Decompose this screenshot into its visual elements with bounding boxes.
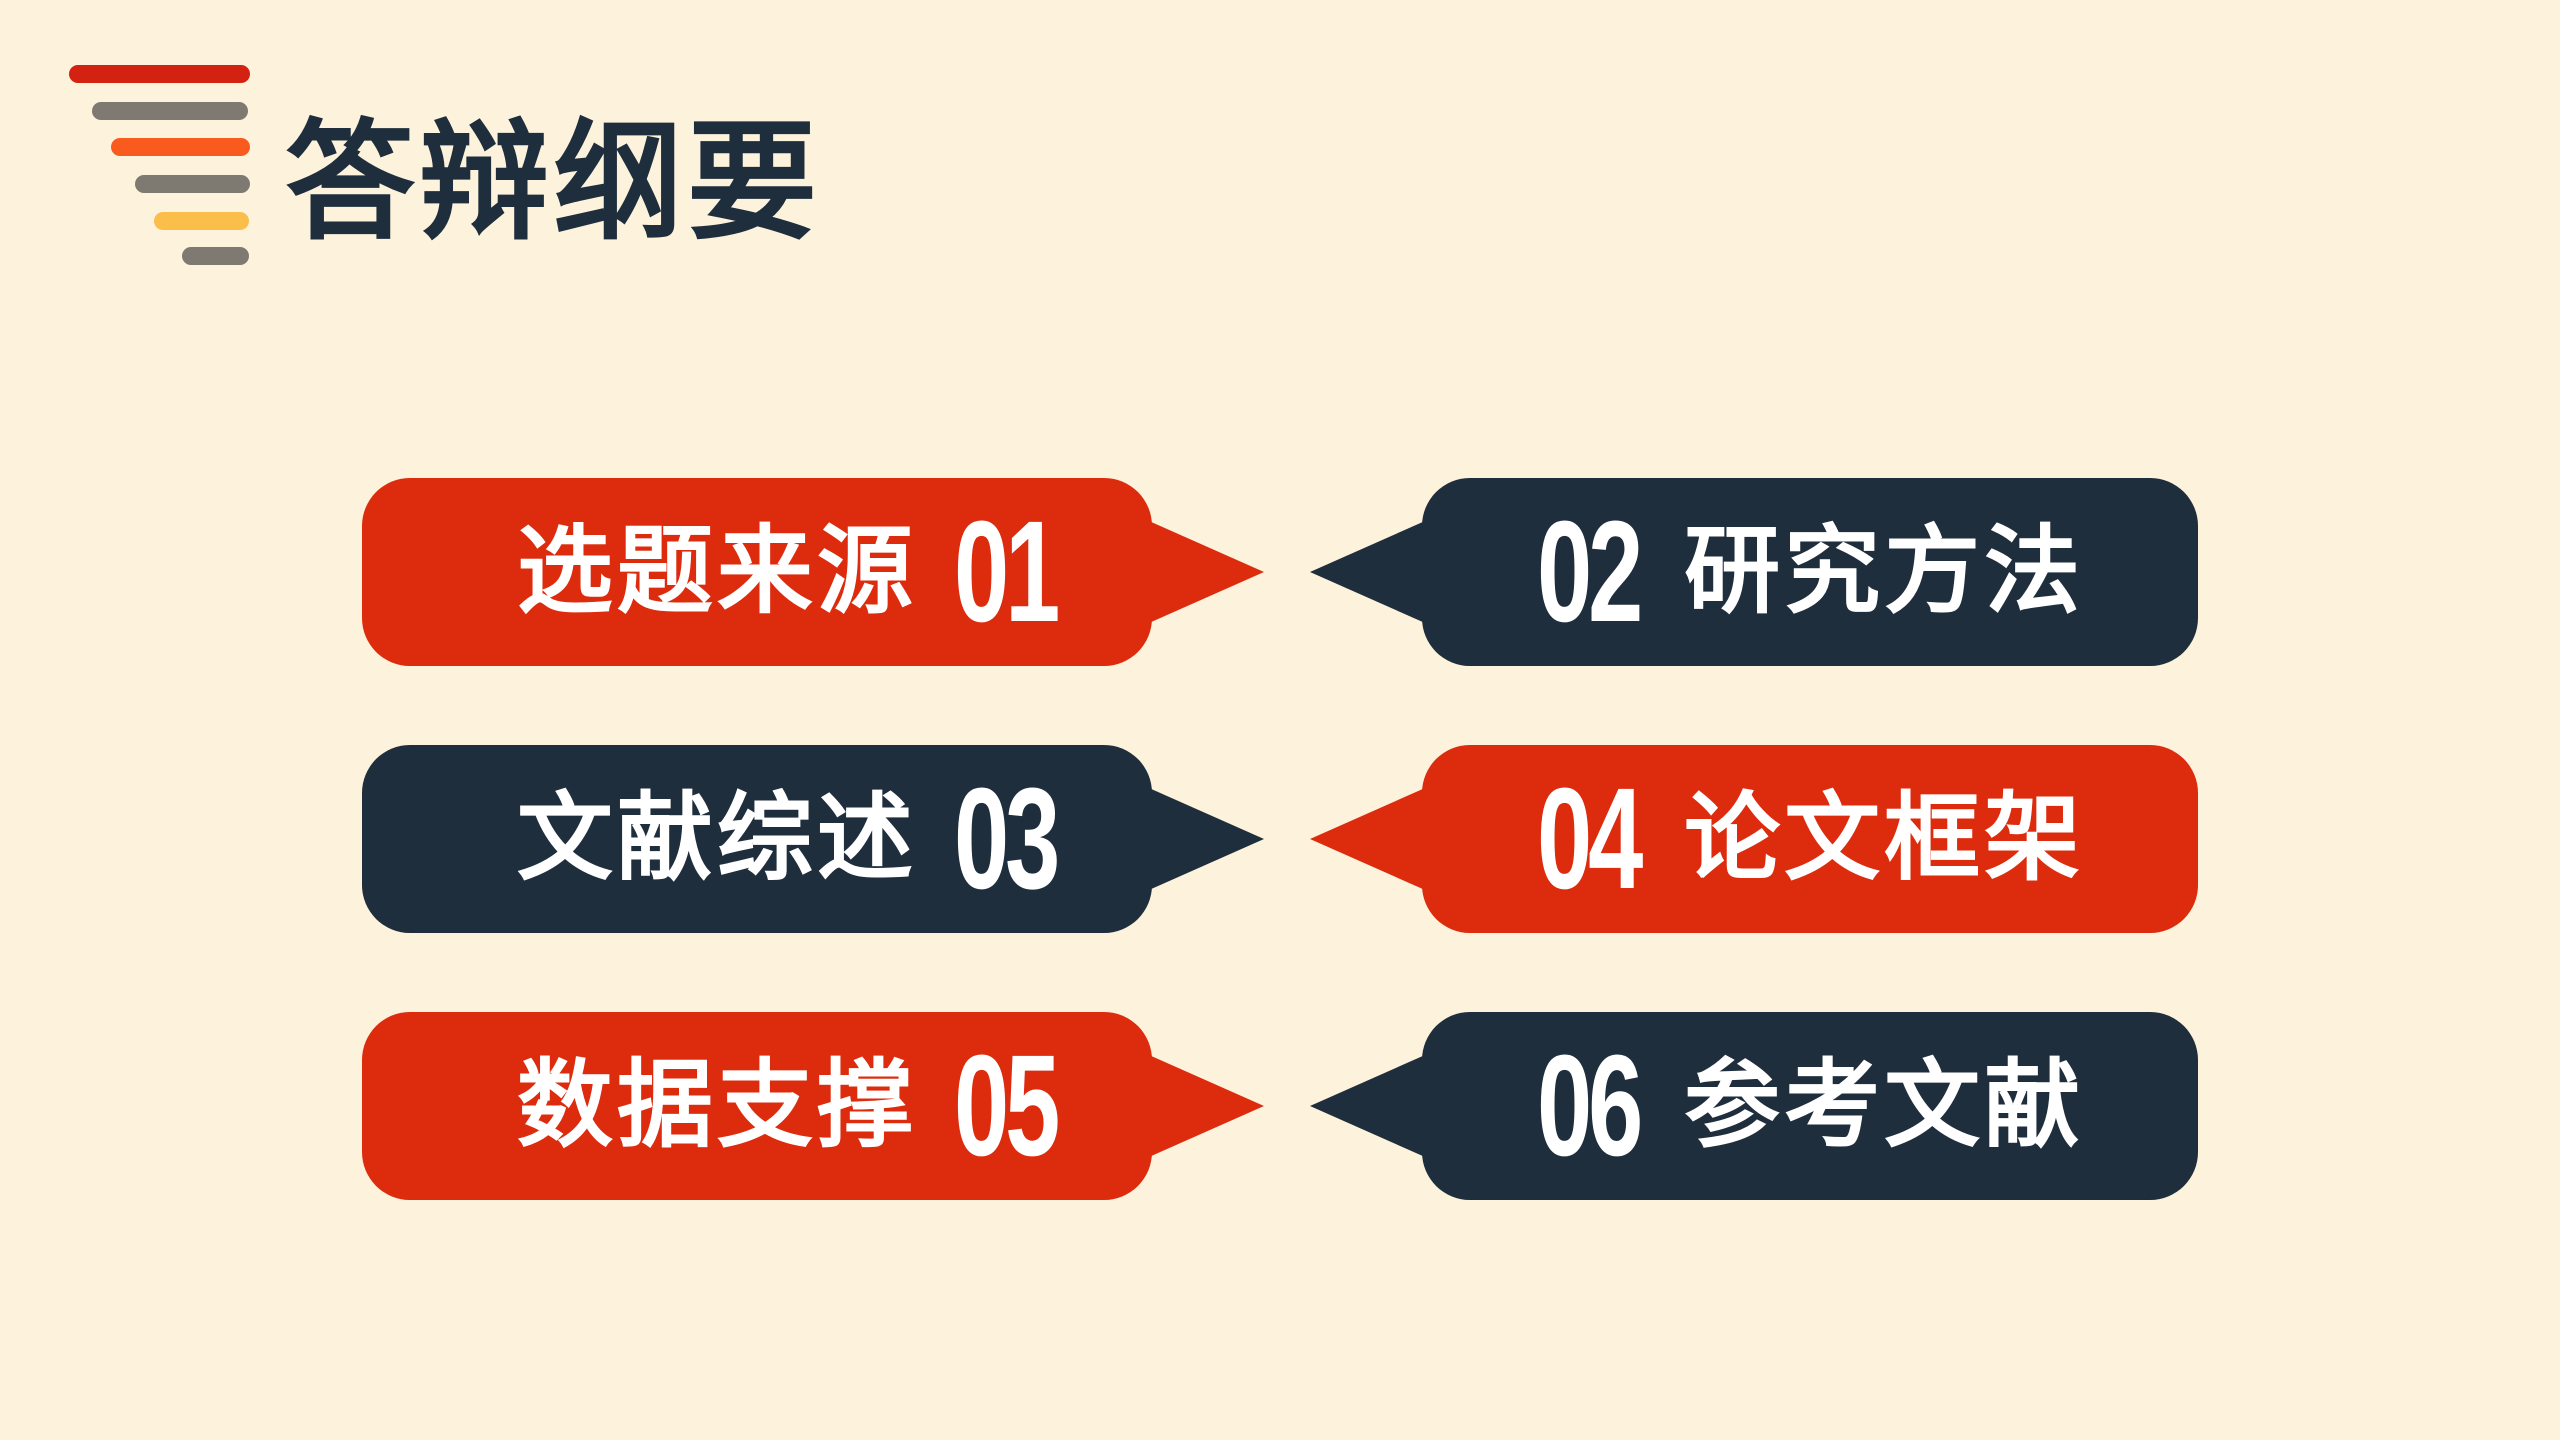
outline-item-6: 06 参考文献	[1310, 1012, 2198, 1200]
outline-item-label: 论文框架	[1684, 785, 2085, 892]
outline-item-number: 05	[953, 1025, 1060, 1186]
arrow-left-icon	[1310, 521, 1425, 623]
outline-item-label: 研究方法	[1684, 518, 2085, 625]
outline-item-number: 03	[953, 758, 1060, 919]
outline-item-number: 06	[1536, 1025, 1643, 1186]
outline-item-label: 文献综述	[516, 785, 917, 892]
logo-bar-icon	[135, 175, 250, 193]
outline-item-label: 数据支撑	[516, 1052, 917, 1159]
logo-bar-icon	[182, 247, 249, 265]
arrow-right-icon	[1149, 521, 1264, 623]
outline-item-4: 04 论文框架	[1310, 745, 2198, 933]
outline-item-label: 选题来源	[516, 518, 917, 625]
logo-bar-icon	[69, 65, 250, 83]
outline-item-1: 选题来源 01	[362, 478, 1264, 666]
arrow-left-icon	[1310, 1055, 1425, 1157]
outline-item-number: 01	[953, 491, 1060, 652]
outline-item-number: 02	[1536, 491, 1643, 652]
outline-item-3: 文献综述 03	[362, 745, 1264, 933]
outline-item-1-body: 选题来源 01	[362, 478, 1152, 666]
outline-item-6-body: 06 参考文献	[1422, 1012, 2198, 1200]
arrow-left-icon	[1310, 788, 1425, 890]
logo-bar-icon	[111, 138, 250, 156]
outline-item-2: 02 研究方法	[1310, 478, 2198, 666]
outline-item-number: 04	[1536, 758, 1643, 919]
page-title: 答辩纲要	[285, 109, 822, 255]
outline-item-5: 数据支撑 05	[362, 1012, 1264, 1200]
outline-item-4-body: 04 论文框架	[1422, 745, 2198, 933]
outline-item-5-body: 数据支撑 05	[362, 1012, 1152, 1200]
funnel-bars-logo-icon	[0, 0, 300, 300]
outline-item-label: 参考文献	[1684, 1052, 2085, 1159]
outline-item-3-body: 文献综述 03	[362, 745, 1152, 933]
arrow-right-icon	[1149, 788, 1264, 890]
logo-bar-icon	[92, 102, 248, 120]
logo-bar-icon	[154, 212, 249, 230]
outline-item-2-body: 02 研究方法	[1422, 478, 2198, 666]
arrow-right-icon	[1149, 1055, 1264, 1157]
